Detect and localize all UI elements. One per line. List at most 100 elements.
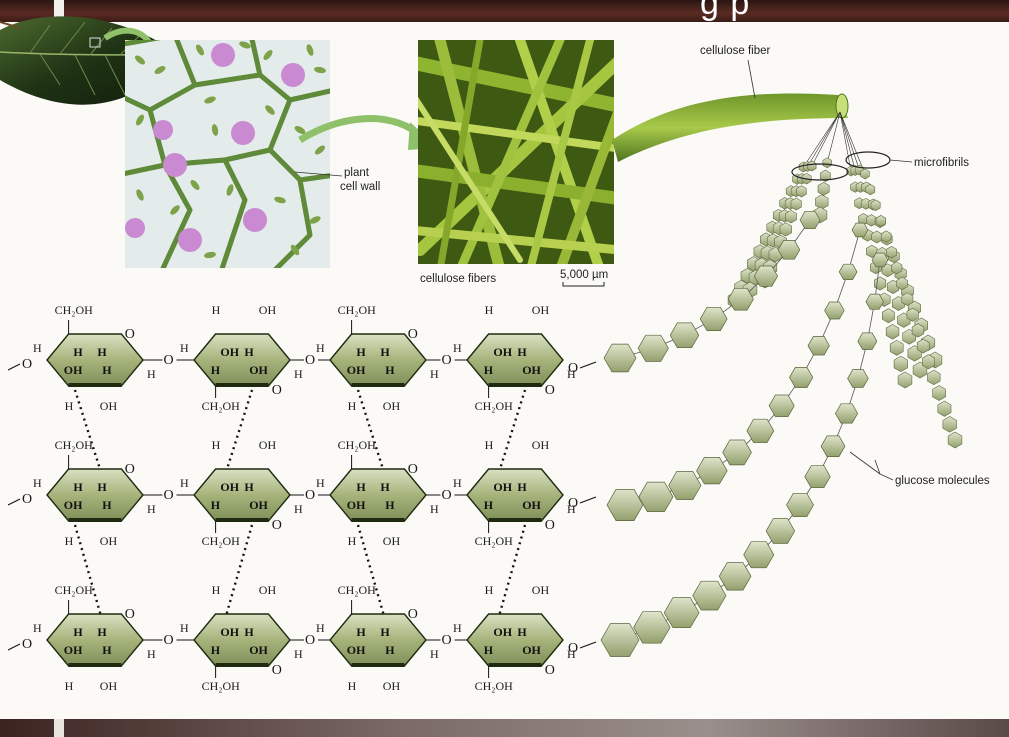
chem-atom-label: OH xyxy=(259,583,277,597)
cellulose-chemical-structure: OOHHOHHCH₂OHHOHHHOOOHHHOHHOHCH₂OHHHOOHHO… xyxy=(8,303,596,693)
glucose-hexagon xyxy=(664,598,699,628)
chem-atom-label: O xyxy=(272,383,282,398)
chem-atom-label: OH xyxy=(259,438,277,452)
chem-atom-label: H xyxy=(380,345,390,359)
cellulose-fiber-tube xyxy=(612,93,848,162)
chem-atom-label: H xyxy=(484,363,494,377)
chem-atom-label: OH xyxy=(249,363,268,377)
glucose-hexagon xyxy=(858,333,877,350)
chem-atom-label: H xyxy=(180,621,189,635)
chem-atom-label: H xyxy=(485,303,494,317)
chem-atom-label: H xyxy=(316,621,325,635)
chem-atom-label: OH xyxy=(249,498,268,512)
chem-atom-label: H xyxy=(453,476,462,490)
microfibril-hexagon xyxy=(876,215,886,226)
chem-atom-label: OH xyxy=(220,480,239,494)
scale-bar-label: 5,000 µm xyxy=(560,269,608,281)
chem-atom-label: H xyxy=(316,341,325,355)
microfibril-hexagon xyxy=(886,325,899,340)
chem-atom-label: H xyxy=(385,363,395,377)
chem-atom-label: OH xyxy=(64,363,83,377)
chem-atom-label: CH₂OH xyxy=(338,438,377,452)
chem-atom-label: O xyxy=(408,327,418,342)
chem-atom-label: H xyxy=(348,399,357,413)
plant-cell-panel xyxy=(118,28,335,275)
glucose-hexagon xyxy=(604,344,636,372)
plant-cell-wall-label-line1: plant xyxy=(344,167,370,179)
chem-atom-label: CH₂OH xyxy=(338,583,377,597)
glucose-hexagon xyxy=(607,489,643,520)
microfibril-hexagon xyxy=(948,432,962,448)
microfibril-hexagon xyxy=(943,417,957,433)
chem-atom-label: H xyxy=(356,625,366,639)
chem-atom-label: OH xyxy=(220,345,239,359)
microfibril-hexagon xyxy=(861,169,870,179)
microfibril-hexagon xyxy=(823,158,832,168)
chem-atom-label: H xyxy=(453,621,462,635)
chem-atom-label: H xyxy=(33,621,42,635)
chem-atom-label: O xyxy=(305,633,315,648)
chem-atom-label: O xyxy=(22,357,32,372)
chem-atom-label: OH xyxy=(522,363,541,377)
microfibril-hexagon xyxy=(808,161,817,171)
chem-atom-label: OH xyxy=(220,625,239,639)
glucose-molecules-label: glucose molecules xyxy=(895,475,990,487)
chem-atom-label: H xyxy=(453,341,462,355)
chem-atom-label: O xyxy=(408,462,418,477)
chem-atom-label: H xyxy=(97,345,107,359)
microfibril-fan-line xyxy=(840,112,859,170)
chem-atom-label: H xyxy=(356,480,366,494)
chem-atom-label: H xyxy=(294,367,303,381)
glucose-hexagon xyxy=(766,519,795,544)
microfibril-hexagon xyxy=(907,308,919,321)
chem-atom-label: H xyxy=(380,480,390,494)
cellulose-fibers-label: cellulose fibers xyxy=(420,273,496,285)
chem-atom-label: CH₂OH xyxy=(202,679,241,693)
microfibril-fan-line xyxy=(827,112,840,163)
microfibril-hexagon xyxy=(780,223,792,236)
chem-atom-label: H xyxy=(211,498,221,512)
chem-atom-label: OH xyxy=(493,625,512,639)
cellulose-fibers-micrograph xyxy=(400,40,640,270)
chem-atom-label: O xyxy=(568,641,578,656)
microfibril-hexagon xyxy=(890,340,903,355)
microfibril-hexagon xyxy=(892,262,903,274)
glucose-ring xyxy=(194,469,290,521)
chem-atom-label: H xyxy=(33,476,42,490)
glucose-hexagon xyxy=(669,472,701,500)
microfibril-fan-line xyxy=(808,112,840,167)
chem-atom-label: H xyxy=(102,363,112,377)
chem-atom-label: H xyxy=(380,625,390,639)
glucose-ring xyxy=(467,334,563,386)
chem-atom-label: OH xyxy=(383,679,401,693)
glucose-hexagon xyxy=(839,264,857,280)
chem-atom-label: H xyxy=(485,583,494,597)
chem-atom-label: H xyxy=(385,498,395,512)
chem-atom-label: H xyxy=(294,502,303,516)
chem-atom-label: H xyxy=(73,345,83,359)
chem-atom-label: OH xyxy=(383,399,401,413)
microfibril-hexagon xyxy=(886,246,896,258)
glucose-hexagon xyxy=(723,440,752,465)
glucose-hexagon xyxy=(848,370,869,388)
chem-atom-label: H xyxy=(180,341,189,355)
chem-atom-label: OH xyxy=(532,583,550,597)
chem-atom-label: CH₂OH xyxy=(475,534,514,548)
chem-atom-label: H xyxy=(33,341,42,355)
plant-cell-wall-label-line2: cell wall xyxy=(340,181,380,193)
glucose-hexagon xyxy=(787,493,814,516)
chem-atom-label: OH xyxy=(64,643,83,657)
chem-atom-label: CH₂OH xyxy=(202,534,241,548)
chem-atom-label: O xyxy=(164,488,174,503)
chem-atom-label: O xyxy=(22,637,32,652)
chem-atom-label: O xyxy=(125,327,135,342)
microfibril-fan-line xyxy=(840,112,865,174)
chem-atom-label: O xyxy=(125,462,135,477)
chem-atom-label: O xyxy=(568,361,578,376)
chem-atom-label: H xyxy=(65,679,74,693)
microfibril-fan-line xyxy=(840,112,855,171)
chem-atom-label: OH xyxy=(532,303,550,317)
chem-atom-label: H xyxy=(348,679,357,693)
chem-atom-label: H xyxy=(517,480,527,494)
microfibril-hexagon xyxy=(797,186,807,197)
